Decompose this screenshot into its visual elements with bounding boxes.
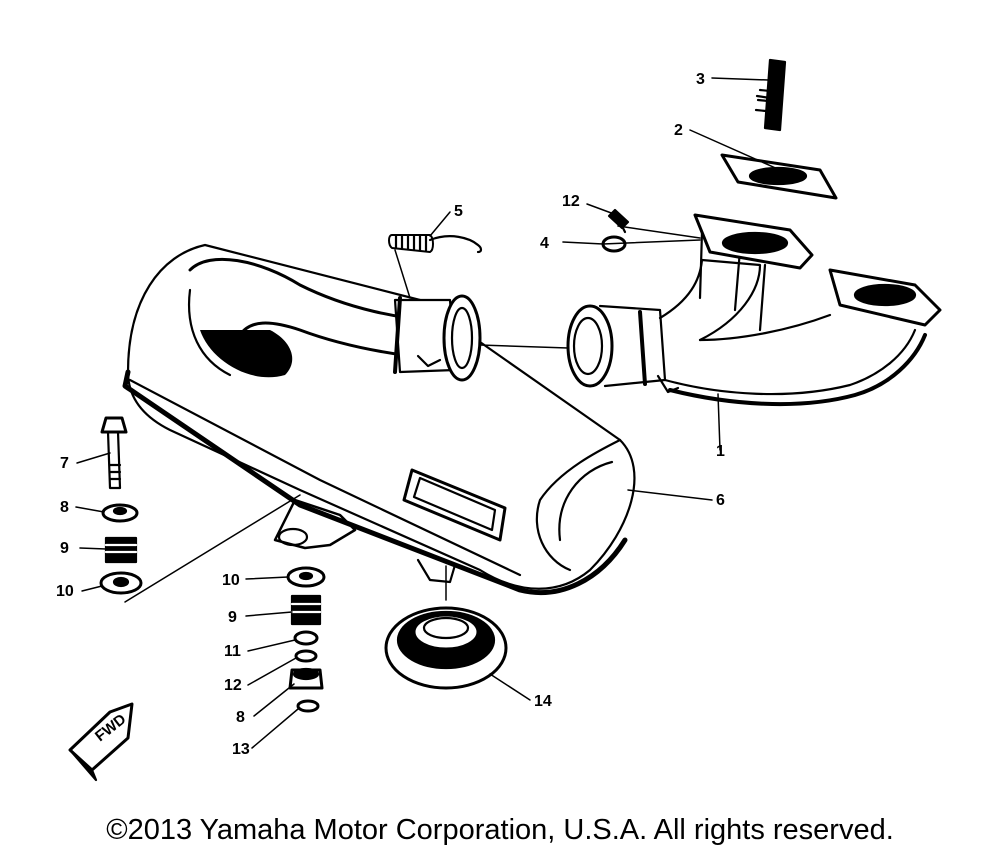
callout-4: 4	[540, 235, 549, 252]
callout-10b: 10	[222, 572, 240, 589]
forward-arrow-icon: FWD	[68, 702, 134, 782]
callout-12a: 12	[562, 193, 580, 210]
callout-11: 11	[224, 643, 241, 660]
left-bolt-stack	[99, 416, 301, 603]
gasket-part	[720, 153, 838, 200]
callout-13: 13	[232, 741, 250, 758]
callout-10a: 10	[56, 583, 74, 600]
callout-1: 1	[716, 443, 725, 460]
grommet-part	[384, 565, 508, 690]
leader-lines	[75, 77, 781, 749]
copyright-notice: ©2013 Yamaha Motor Corporation, U.S.A. A…	[106, 814, 894, 846]
exhaust-pipe	[566, 213, 942, 407]
callout-2: 2	[674, 122, 683, 139]
callout-9a: 9	[60, 540, 69, 557]
center-mount-stack	[286, 566, 326, 713]
callout-labels: 1 2 3 4 5 6 7 8 9 10 10 9 11 12 12 8 13 …	[56, 71, 725, 758]
callout-12b: 12	[224, 677, 242, 694]
callout-9b: 9	[228, 609, 237, 626]
exhaust-muffler-diagram: FWD 1 2 3 4 5 6 7 8 9 10 1	[56, 58, 942, 782]
muffler-body	[122, 243, 636, 596]
muffler-inlet-sleeve	[393, 294, 482, 382]
callout-6: 6	[716, 492, 725, 509]
callout-5: 5	[454, 203, 463, 220]
callout-8a: 8	[60, 499, 69, 516]
callout-3: 3	[696, 71, 705, 88]
stud-bolt-part	[754, 58, 787, 132]
callout-8b: 8	[236, 709, 245, 726]
spring-part	[388, 234, 483, 254]
callout-14: 14	[534, 693, 552, 710]
callout-7: 7	[60, 455, 69, 472]
